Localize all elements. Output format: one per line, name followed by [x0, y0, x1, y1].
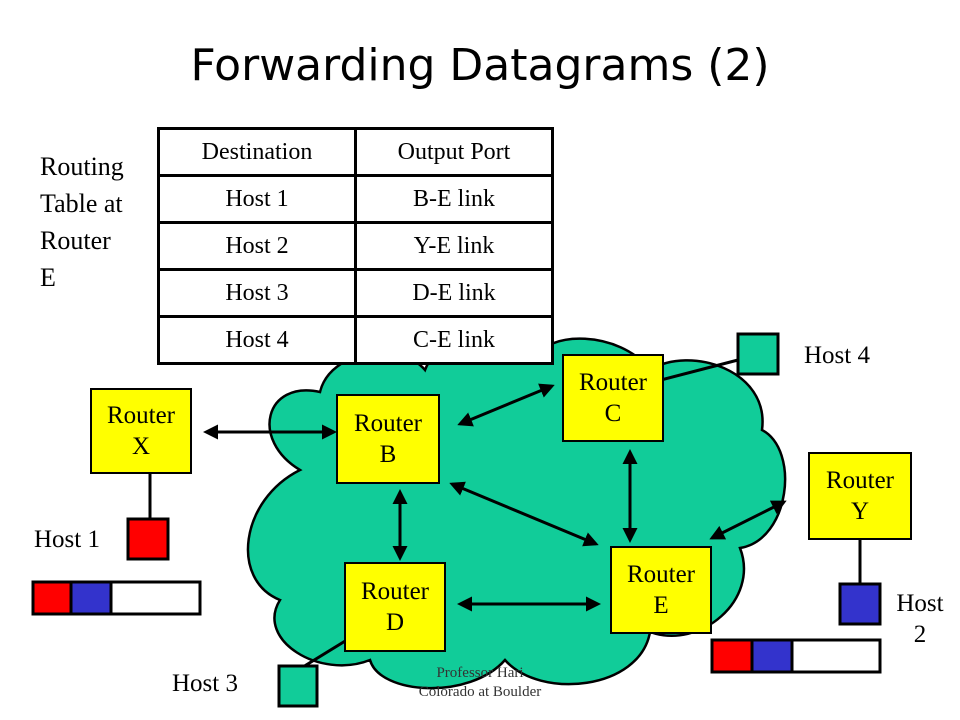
host2-icon — [838, 582, 882, 626]
router-c-label-line: C — [604, 400, 622, 427]
router-x: Router X — [90, 388, 192, 474]
routing-table: Destination Output Port Host 1 B-E link … — [157, 127, 554, 365]
host1-label: Host 1 — [34, 526, 100, 553]
router-e-label-line: E — [653, 592, 669, 619]
router-d-label-line: Router — [360, 578, 430, 605]
table-row: Host 1 B-E link — [157, 174, 554, 224]
link-e-y — [709, 500, 787, 540]
table-header-destination: Destination — [157, 127, 357, 177]
router-b-label-line: Router — [353, 410, 423, 437]
table-cell: Y-E link — [354, 221, 554, 271]
routing-table-label: Routing Table at Router E — [40, 148, 160, 296]
table-cell: Host 2 — [157, 221, 357, 271]
packet-queue-host2 — [710, 638, 882, 674]
router-c-label-line: Router — [578, 369, 648, 396]
table-row: Host 2 Y-E link — [157, 221, 554, 271]
link-b-e — [449, 481, 599, 547]
host3-label: Host 3 — [172, 670, 238, 697]
router-e: Router E — [610, 546, 712, 634]
table-cell: D-E link — [354, 268, 554, 318]
table-row: Host 4 C-E link — [157, 315, 554, 365]
router-c: Router C — [562, 354, 664, 442]
table-header-output-port: Output Port — [354, 127, 554, 177]
router-b: Router B — [336, 394, 440, 484]
host4-label: Host 4 — [804, 342, 870, 369]
routing-label-line: Routing — [40, 152, 124, 181]
footer-line: Professor Hari — [436, 665, 524, 681]
table-row: Host 3 D-E link — [157, 268, 554, 318]
slide-footer: Professor Hari Colorado at Boulder — [360, 664, 600, 702]
host4-icon — [736, 332, 780, 376]
table-cell: C-E link — [354, 315, 554, 365]
host1-icon — [126, 517, 170, 561]
routing-label-line: Table at — [40, 189, 123, 218]
link-b-c — [457, 383, 555, 427]
host2-label: Host 2 — [890, 588, 950, 650]
footer-line: Colorado at Boulder — [418, 684, 542, 700]
router-e-label-line: Router — [626, 561, 696, 588]
host2-label-line: Host — [896, 590, 944, 617]
router-d-label-line: D — [385, 609, 405, 636]
table-cell: Host 3 — [157, 268, 357, 318]
router-d: Router D — [344, 562, 446, 652]
router-b-label-line: B — [379, 441, 397, 468]
router-y: Router Y — [808, 452, 912, 540]
table-header-row: Destination Output Port — [157, 127, 554, 177]
routing-label-line: Router — [40, 226, 111, 255]
host2-label-line: 2 — [913, 621, 927, 648]
router-x-label-line: Router — [106, 402, 176, 429]
table-cell: Host 4 — [157, 315, 357, 365]
host3-icon — [277, 664, 319, 708]
router-y-label-line: Y — [850, 498, 870, 525]
router-x-label-line: X — [131, 433, 151, 460]
table-cell: B-E link — [354, 174, 554, 224]
slide-title: Forwarding Datagrams (2) — [190, 40, 770, 91]
router-y-label-line: Router — [825, 467, 895, 494]
packet-queue-host1 — [31, 580, 202, 616]
table-cell: Host 1 — [157, 174, 357, 224]
routing-label-line: E — [40, 263, 56, 292]
